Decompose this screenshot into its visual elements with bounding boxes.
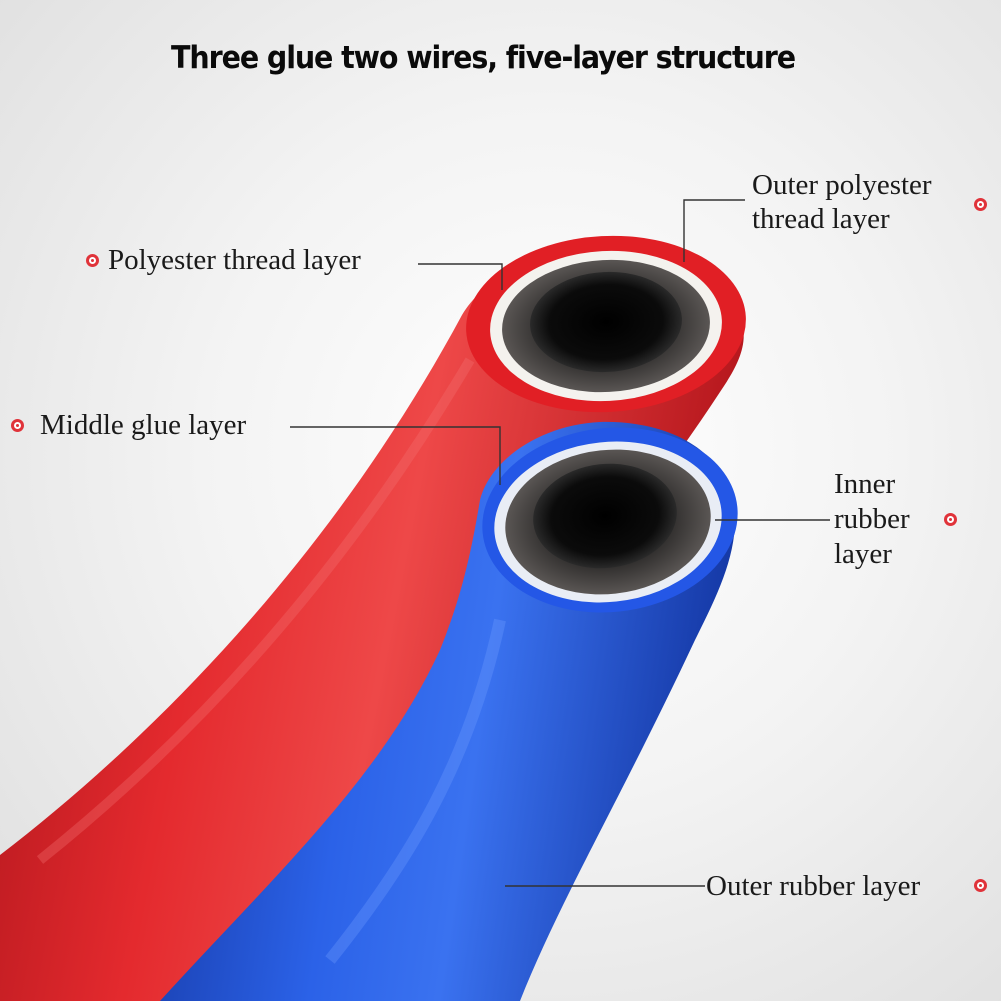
- leader-lines: [290, 199, 830, 887]
- middle-glue-label: Middle glue layer: [40, 409, 247, 441]
- circle-bullet-icon: [974, 198, 987, 211]
- outer-rubber-label: Outer rubber layer: [706, 870, 921, 902]
- inner-rubber-label-line3: layer: [834, 538, 892, 570]
- outer-polyester-label-line2: thread layer: [752, 203, 890, 235]
- circle-bullet-icon: [974, 879, 987, 892]
- page-title: Three glue two wires, five-layer structu…: [171, 40, 796, 76]
- polyester-thread-label: Polyester thread layer: [108, 244, 361, 276]
- circle-bullet-icon: [944, 513, 957, 526]
- circle-bullet-icon: [11, 419, 24, 432]
- inner-rubber-label-line1: Inner: [834, 468, 896, 500]
- blue-hose-cross-section: [482, 427, 738, 613]
- inner-rubber-label-line2: rubber: [834, 503, 910, 535]
- red-hose-cross-section: [466, 235, 746, 413]
- outer-polyester-label-line1: Outer polyester: [752, 169, 932, 201]
- circle-bullet-icon: [86, 254, 99, 267]
